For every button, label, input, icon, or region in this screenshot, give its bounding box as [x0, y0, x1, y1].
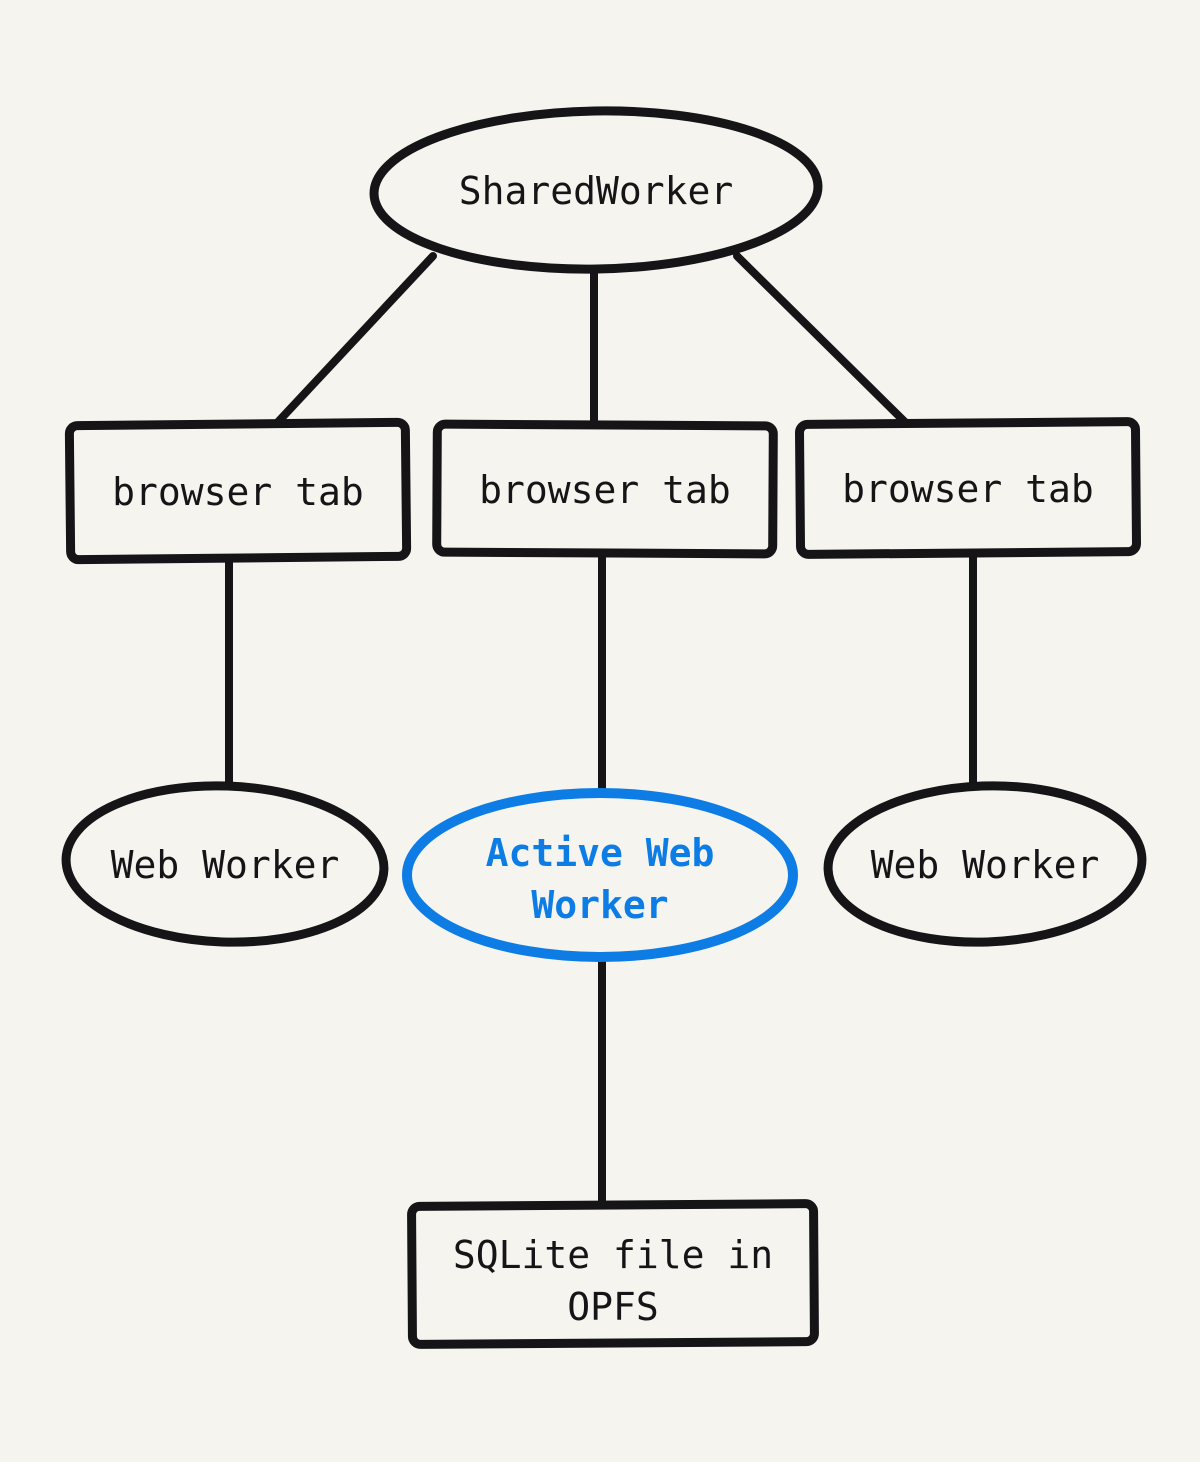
- sqlite-file-label-line1: SQLite file in: [453, 1233, 773, 1277]
- sqlite-file-label-line2: OPFS: [567, 1285, 659, 1329]
- browser-tab-right-rect: [795, 417, 1141, 559]
- node-active-web-worker: Active Web Worker: [402, 788, 798, 962]
- browser-tab-center-label: browser tab: [479, 468, 731, 512]
- active-web-worker-label-line2: Worker: [531, 883, 668, 927]
- browser-tab-left-label: browser tab: [112, 470, 364, 514]
- web-worker-left-label: Web Worker: [111, 843, 340, 887]
- browser-tab-left-rect: [64, 417, 412, 565]
- node-sqlite-file: SQLite file in OPFS: [407, 1199, 819, 1349]
- shared-worker-label: SharedWorker: [459, 169, 734, 213]
- active-web-worker-ellipse: [402, 788, 798, 962]
- node-browser-tab-left: browser tab: [64, 417, 412, 565]
- node-browser-tab-right: browser tab: [795, 417, 1141, 559]
- node-web-worker-right: Web Worker: [823, 781, 1147, 947]
- node-shared-worker: SharedWorker: [369, 106, 823, 274]
- web-worker-right-label: Web Worker: [871, 843, 1100, 887]
- web-worker-right-ellipse: [823, 781, 1147, 947]
- edges: [225, 252, 977, 1216]
- edge-shared-worker-to-browser-tab-right: [733, 252, 910, 427]
- sqlite-file-rect: [407, 1199, 819, 1349]
- active-web-worker-label-line1: Active Web: [486, 831, 715, 875]
- node-browser-tab-center: browser tab: [432, 419, 778, 559]
- browser-tab-right-label: browser tab: [842, 467, 1094, 511]
- browser-tab-center-rect: [432, 419, 778, 559]
- node-web-worker-left: Web Worker: [61, 781, 389, 947]
- web-worker-left-ellipse: [61, 781, 389, 947]
- shared-worker-ellipse: [369, 106, 823, 274]
- edge-shared-worker-to-browser-tab-left: [273, 252, 437, 427]
